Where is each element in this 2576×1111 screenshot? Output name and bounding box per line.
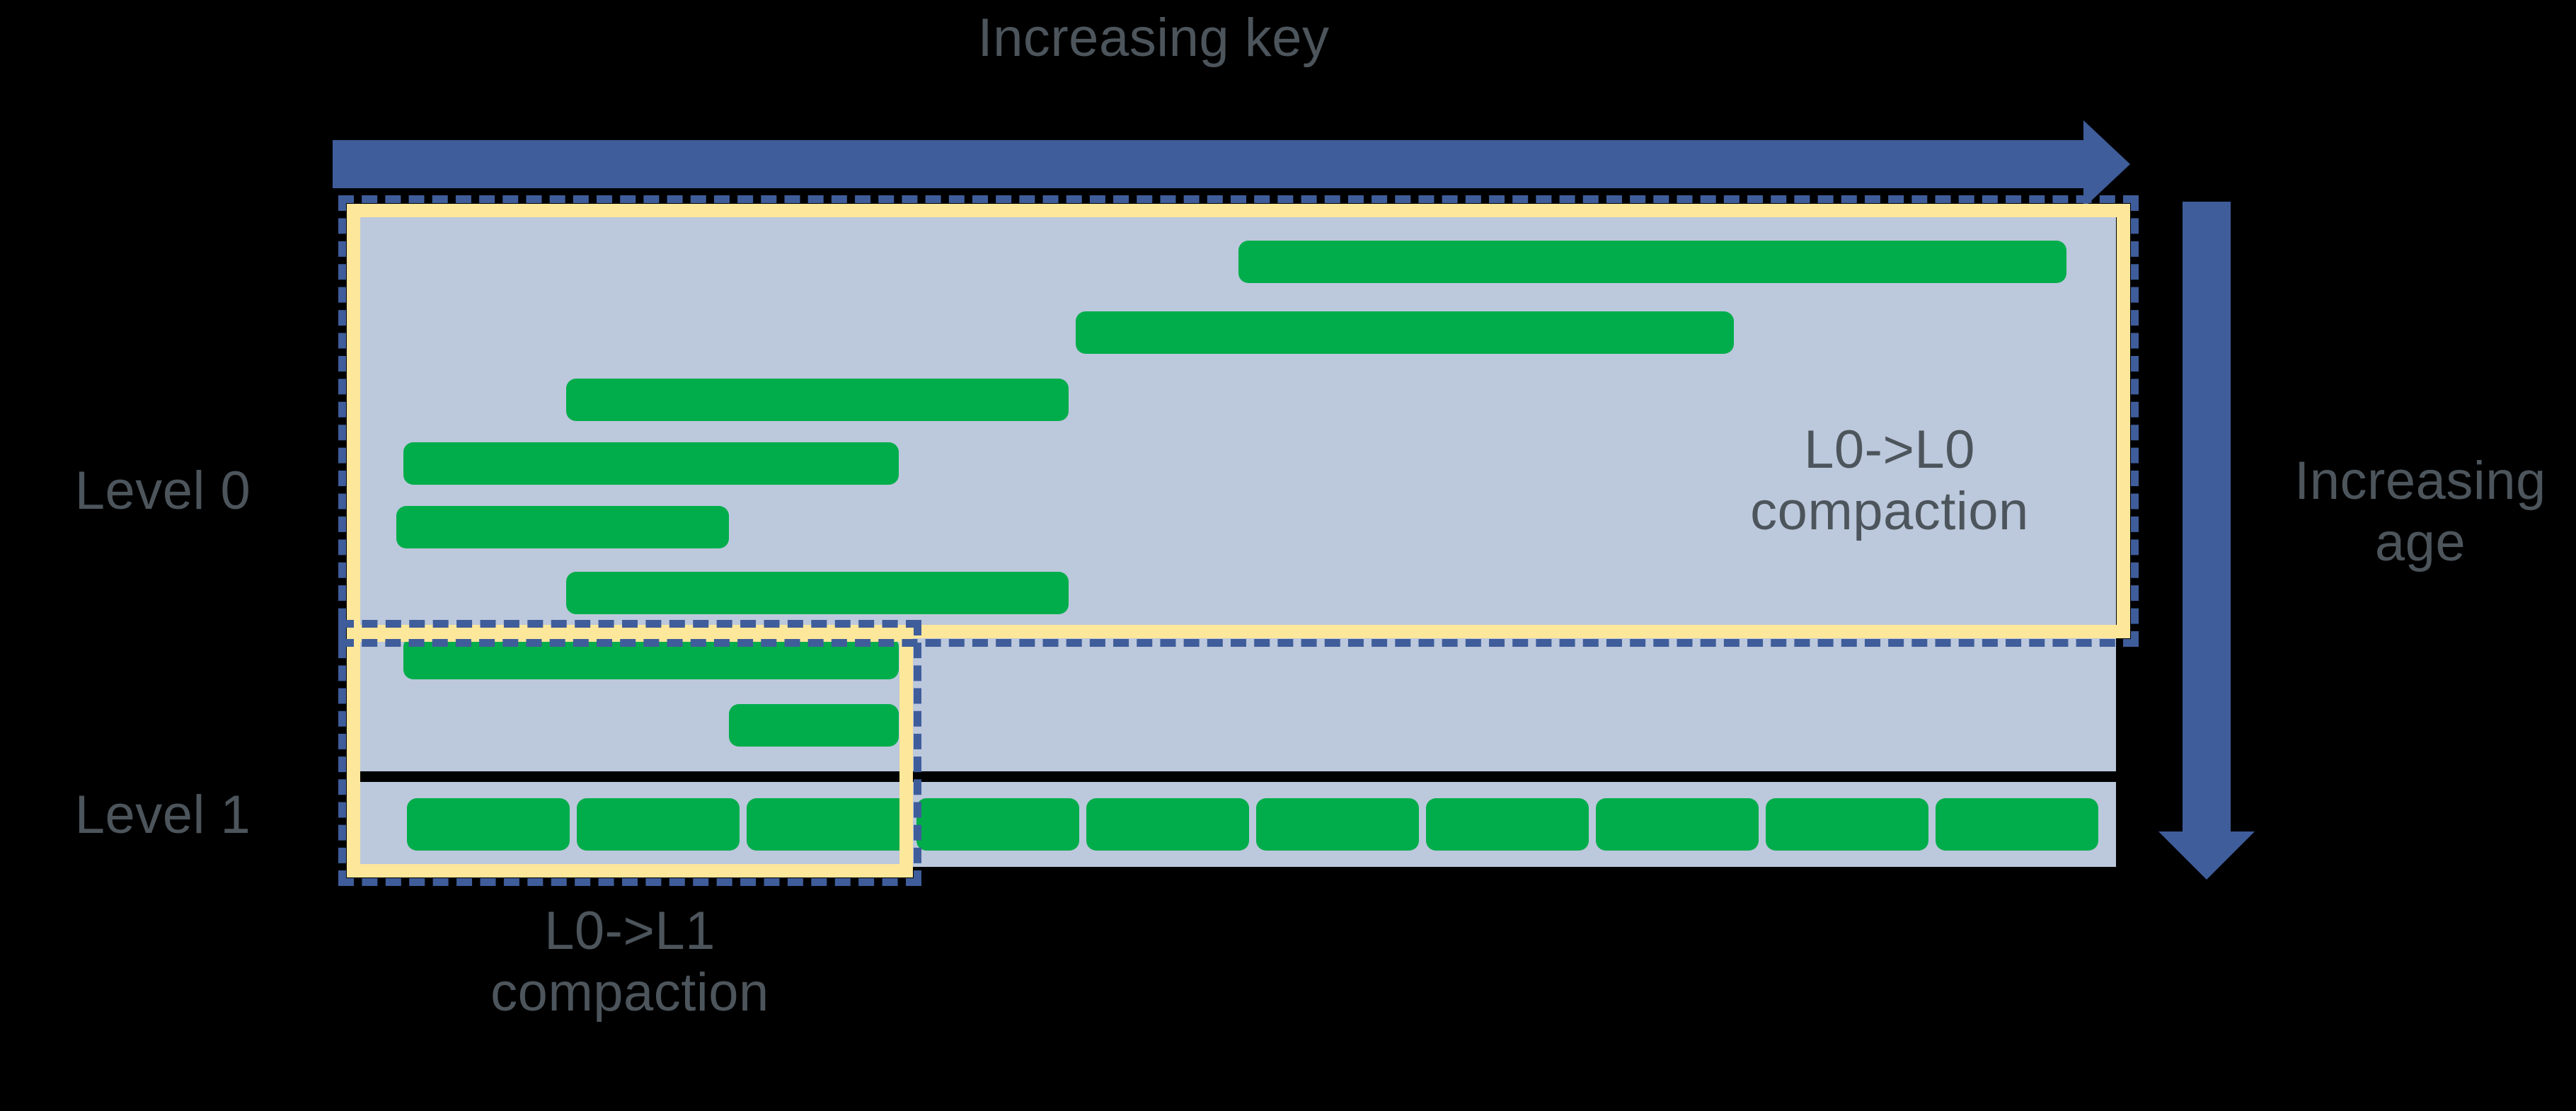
- l0-l0-compaction-outline[interactable]: [338, 195, 2139, 647]
- sstable-l0-3[interactable]: [403, 442, 899, 485]
- sstable-l1-5[interactable]: [1256, 798, 1419, 851]
- sstable-l1-1[interactable]: [577, 798, 740, 851]
- sstable-l0-4[interactable]: [396, 506, 729, 548]
- l0-l0-compaction-label-line2: compaction: [1750, 481, 2029, 542]
- sstable-l0-1[interactable]: [1076, 311, 1734, 354]
- sstable-l1-7[interactable]: [1596, 798, 1759, 851]
- increasing-age-arrow-shaft: [2183, 202, 2231, 839]
- l0-l1-compaction-highlight: [347, 628, 913, 877]
- increasing-age-label-line2: age: [2374, 512, 2466, 573]
- sstable-l1-3[interactable]: [916, 798, 1079, 851]
- sstable-l0-5[interactable]: [566, 572, 1069, 614]
- sstable-l1-8[interactable]: [1766, 798, 1928, 851]
- level-1-label: Level 1: [74, 785, 251, 845]
- l0-l1-compaction-label-line1: L0->L1: [544, 901, 715, 961]
- sstable-l1-4[interactable]: [1086, 798, 1249, 851]
- l0-l1-compaction-label-line2: compaction: [490, 962, 769, 1023]
- increasing-key-arrow-shaft: [333, 140, 2088, 188]
- l0-l1-compaction-outline[interactable]: [338, 620, 921, 886]
- increasing-age-label: Increasing age: [2272, 450, 2569, 574]
- sstable-l1-2[interactable]: [747, 798, 909, 851]
- l0-l0-compaction-label: L0->L0 compaction: [1691, 419, 2088, 543]
- sstable-l1-9[interactable]: [1936, 798, 2098, 851]
- sstable-l0-2[interactable]: [566, 379, 1069, 421]
- increasing-key-label: Increasing key: [977, 8, 1330, 68]
- increasing-age-arrow: [2158, 202, 2255, 881]
- level-0-label: Level 0: [74, 461, 251, 521]
- l0-l1-compaction-label: L0->L1 compaction: [432, 900, 828, 1024]
- sstable-l1-0[interactable]: [407, 798, 570, 851]
- sstable-l0-7[interactable]: [729, 704, 899, 747]
- l0-l0-compaction-label-line1: L0->L0: [1804, 420, 1975, 480]
- increasing-key-arrow: [333, 120, 2130, 208]
- increasing-key-arrow-head: [2083, 120, 2130, 208]
- increasing-age-label-line1: Increasing: [2294, 451, 2546, 511]
- sstable-l0-0[interactable]: [1238, 241, 2066, 283]
- sstable-l1-6[interactable]: [1426, 798, 1589, 851]
- increasing-age-arrow-head: [2158, 831, 2255, 880]
